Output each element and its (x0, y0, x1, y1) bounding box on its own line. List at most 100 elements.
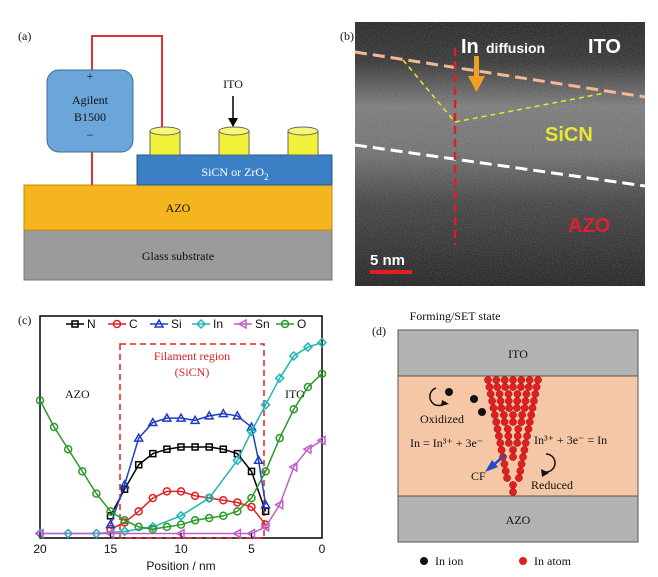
in-atom (485, 383, 494, 391)
azo-electrode-label: AZO (506, 513, 531, 527)
x-tick-label: 5 (248, 542, 255, 556)
data-point (177, 443, 185, 451)
in-atom (520, 446, 529, 454)
data-point (246, 426, 257, 437)
x-tick-label: 20 (33, 542, 47, 556)
in-atom (518, 411, 526, 419)
data-point (316, 337, 328, 348)
data-point (148, 493, 158, 503)
in-atom (497, 446, 506, 454)
azo-layer (23, 184, 333, 231)
legend-marker (153, 318, 165, 328)
data-point (204, 513, 214, 523)
x-axis-label: Position / nm (146, 559, 215, 573)
in-label: In (461, 36, 479, 58)
data-point (232, 410, 243, 420)
in-atom (525, 376, 534, 384)
data-point (149, 449, 157, 458)
filament-region-sub: (SiCN) (175, 365, 210, 379)
data-point (35, 396, 45, 405)
plus-sign: + (87, 69, 94, 83)
in-atom (503, 474, 511, 482)
in-atom (493, 425, 502, 433)
data-point (247, 467, 256, 476)
series-line (39, 373, 323, 530)
glass-substrate-label: Glass substrate (142, 249, 214, 263)
in-atom (488, 397, 496, 405)
legend-marker (112, 319, 122, 329)
arrowhead-icon (441, 400, 449, 406)
ito-region-label: ITO (285, 387, 305, 401)
x-tick-label: 0 (319, 542, 326, 556)
data-point (120, 515, 129, 525)
data-point (288, 350, 299, 362)
data-point (233, 498, 242, 507)
reduced-label: Reduced (531, 478, 573, 492)
series-line (109, 412, 267, 525)
data-point (247, 493, 256, 503)
diffusion-outline (402, 59, 606, 123)
in-atom (513, 432, 522, 440)
data-point (190, 491, 200, 501)
in-ion-legend-marker (420, 557, 428, 565)
in-atom (521, 397, 530, 405)
data-point (92, 489, 101, 498)
panel-d: Forming/SET state (d) ITO AZO Oxidized I… (372, 309, 639, 568)
data-point (219, 496, 228, 505)
data-point (232, 455, 243, 466)
ito-label: ITO (588, 36, 621, 58)
ito-arrow-label: ITO (223, 77, 243, 91)
data-point (274, 499, 284, 510)
in-atom (521, 439, 530, 447)
series-line (109, 446, 267, 517)
minus-sign: − (87, 128, 94, 142)
azo-label: AZO (568, 215, 610, 237)
data-point (231, 528, 242, 539)
data-point (253, 454, 264, 465)
in-ion-legend-label: In ion (435, 554, 463, 568)
in-atom (532, 383, 541, 391)
data-point (191, 443, 199, 451)
in-atom (517, 418, 526, 426)
in-atom (509, 453, 517, 461)
data-point (260, 521, 270, 533)
data-point (274, 373, 285, 384)
panel-d-title: Forming/SET state (410, 309, 501, 323)
data-point (162, 522, 172, 532)
oxidized-label: Oxidized (420, 412, 464, 426)
data-point (147, 521, 158, 532)
in-atom (500, 460, 509, 468)
in-atom (500, 376, 509, 384)
in-atom-legend-marker (519, 557, 527, 565)
in-atom-legend-label: In atom (534, 554, 572, 568)
data-point (233, 507, 242, 516)
in-atom (504, 439, 513, 447)
data-point (175, 510, 187, 521)
in-atom (501, 467, 510, 475)
data-point (134, 507, 143, 516)
in-atom (534, 376, 542, 384)
in-atom (524, 383, 533, 391)
data-point (189, 414, 201, 425)
in-atom (504, 390, 513, 398)
ito-electrode (287, 126, 319, 156)
ito-electrode (218, 126, 250, 156)
in-atom (513, 390, 522, 398)
cf-label: CF (471, 469, 486, 483)
azo-electrode-layer (397, 495, 639, 543)
data-point (204, 492, 215, 504)
in-atom (520, 404, 529, 412)
in-atom (527, 411, 536, 419)
in-atom (496, 439, 505, 447)
azo-label: AZO (166, 201, 191, 215)
in-ion (470, 395, 478, 403)
in-atom (489, 404, 498, 412)
data-point (190, 515, 200, 525)
data-point (302, 342, 313, 353)
data-point (63, 528, 74, 539)
conductive-filament (484, 376, 542, 496)
sicn-azo-boundary (354, 143, 646, 188)
